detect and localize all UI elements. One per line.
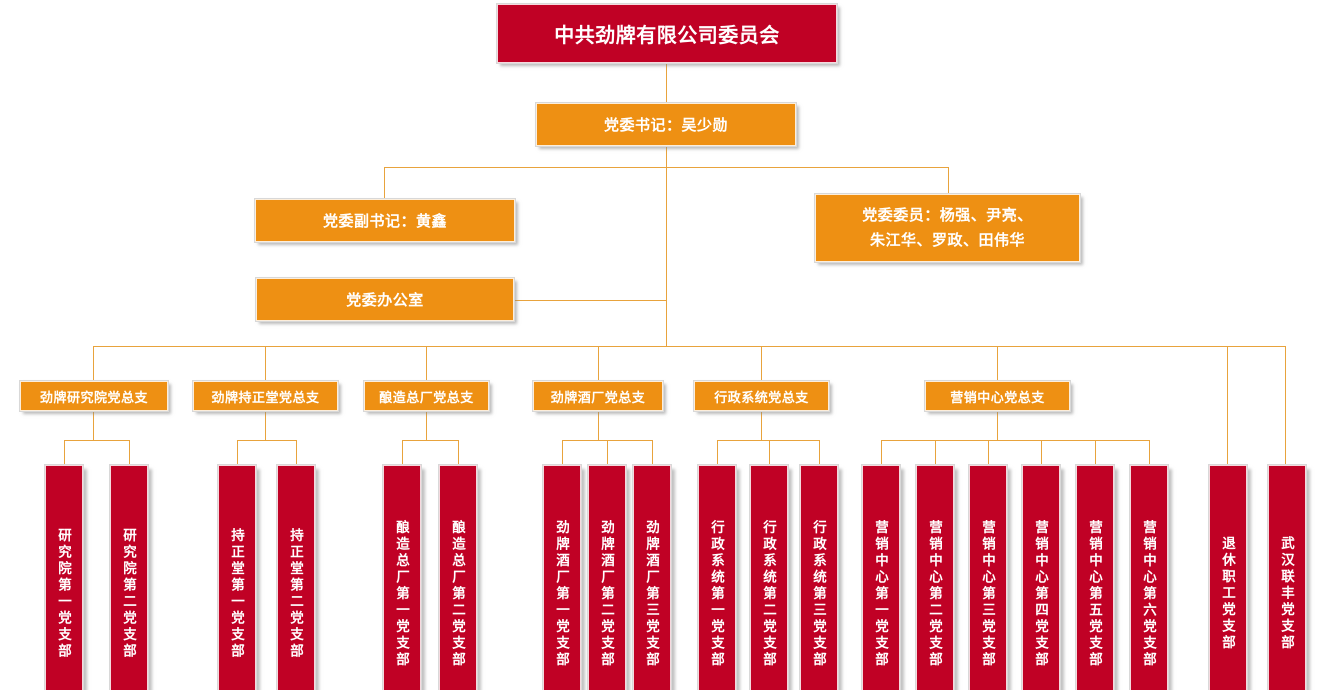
connector-branch5-child3 bbox=[819, 440, 820, 465]
connector-leadership-bar bbox=[384, 167, 949, 168]
connector-bus-drop-6 bbox=[997, 346, 998, 381]
connector-bus-drop-1 bbox=[93, 346, 94, 381]
node-sub-chizhengtang-2[interactable]: 持正堂第二党支部 bbox=[276, 464, 316, 690]
connector-branch6-child3 bbox=[988, 440, 989, 465]
node-sub-admin-2[interactable]: 行政系统第二党支部 bbox=[749, 464, 789, 690]
connector-branch1-stem bbox=[93, 411, 94, 440]
connector-branch4-child2 bbox=[607, 440, 608, 465]
connector-branch2-child1 bbox=[237, 440, 238, 465]
node-sub-marketing-1[interactable]: 营销中心第一党支部 bbox=[861, 464, 901, 690]
node-branch-marketing-center[interactable]: 营销中心党总支 bbox=[924, 380, 1071, 412]
connector-to-office bbox=[514, 300, 666, 301]
committee-members-line-1: 党委委员：杨强、尹亮、 bbox=[862, 206, 1033, 225]
connector-branch5-stem bbox=[761, 411, 762, 440]
node-branch-research-institute[interactable]: 劲牌研究院党总支 bbox=[19, 380, 169, 412]
connector-bus-drop-5 bbox=[761, 346, 762, 381]
connector-branch4-child3 bbox=[652, 440, 653, 465]
connector-branch2-child2 bbox=[296, 440, 297, 465]
connector-branch1-bar bbox=[64, 440, 129, 441]
connector-bus-drop-retiree bbox=[1227, 346, 1228, 465]
node-committee-members[interactable]: 党委委员：杨强、尹亮、 朱江华、罗政、田伟华 bbox=[814, 193, 1081, 263]
node-sub-research-1[interactable]: 研究院第一党支部 bbox=[44, 464, 84, 690]
connector-branch6-child2 bbox=[935, 440, 936, 465]
connector-branch1-child1 bbox=[64, 440, 65, 465]
connector-bus-drop-3 bbox=[426, 346, 427, 381]
connector-bus-drop-wuhan bbox=[1285, 346, 1286, 465]
connector-branch6-child4 bbox=[1041, 440, 1042, 465]
connector-branch3-stem bbox=[426, 411, 427, 440]
connector-bus-drop-4 bbox=[598, 346, 599, 381]
connector-branch6-stem bbox=[997, 411, 998, 440]
connector-branch1-child2 bbox=[129, 440, 130, 465]
node-sub-brewing-2[interactable]: 酿造总厂第二党支部 bbox=[438, 464, 478, 690]
connector-branch5-bar bbox=[717, 440, 819, 441]
node-branch-administration[interactable]: 行政系统党总支 bbox=[693, 380, 830, 412]
connector-to-deputy bbox=[384, 167, 385, 199]
node-sub-admin-1[interactable]: 行政系统第一党支部 bbox=[697, 464, 737, 690]
connector-branch3-child2 bbox=[458, 440, 459, 465]
connector-secretary-down bbox=[666, 146, 667, 346]
node-sub-liquor-1[interactable]: 劲牌酒厂第一党支部 bbox=[542, 464, 582, 690]
node-sub-marketing-5[interactable]: 营销中心第五党支部 bbox=[1075, 464, 1115, 690]
node-branch-chizhengtang[interactable]: 劲牌持正堂党总支 bbox=[192, 380, 339, 412]
node-sub-marketing-4[interactable]: 营销中心第四党支部 bbox=[1021, 464, 1061, 690]
connector-branch3-child1 bbox=[402, 440, 403, 465]
connector-branch6-child1 bbox=[881, 440, 882, 465]
connector-branch6-bar bbox=[881, 440, 1149, 441]
connector-bus-drop-2 bbox=[265, 346, 266, 381]
connector-main-bus bbox=[93, 346, 1285, 347]
connector-branch2-stem bbox=[265, 411, 266, 440]
node-party-committee[interactable]: 中共劲牌有限公司委员会 bbox=[496, 3, 838, 64]
connector-branch6-child5 bbox=[1095, 440, 1096, 465]
node-branch-liquor-factory[interactable]: 劲牌酒厂党总支 bbox=[532, 380, 664, 412]
connector-branch6-child6 bbox=[1149, 440, 1150, 465]
node-sub-retired-employees[interactable]: 退休职工党支部 bbox=[1208, 464, 1248, 690]
node-sub-liquor-3[interactable]: 劲牌酒厂第三党支部 bbox=[632, 464, 672, 690]
node-sub-research-2[interactable]: 研究院第二党支部 bbox=[109, 464, 149, 690]
committee-members-line-2: 朱江华、罗政、田伟华 bbox=[869, 231, 1025, 249]
connector-branch5-child1 bbox=[717, 440, 718, 465]
connector-branch4-stem bbox=[598, 411, 599, 440]
node-sub-brewing-1[interactable]: 酿造总厂第一党支部 bbox=[382, 464, 422, 690]
node-sub-marketing-3[interactable]: 营销中心第三党支部 bbox=[968, 464, 1008, 690]
node-sub-liquor-2[interactable]: 劲牌酒厂第二党支部 bbox=[587, 464, 627, 690]
node-sub-marketing-6[interactable]: 营销中心第六党支部 bbox=[1129, 464, 1169, 690]
node-branch-brewing-plant[interactable]: 酿造总厂党总支 bbox=[363, 380, 490, 412]
node-deputy-secretary[interactable]: 党委副书记：黄鑫 bbox=[254, 198, 516, 243]
connector-root-to-secretary bbox=[666, 63, 667, 103]
node-sub-chizhengtang-1[interactable]: 持正堂第一党支部 bbox=[217, 464, 257, 690]
connector-branch4-child1 bbox=[562, 440, 563, 465]
connector-branch3-bar bbox=[402, 440, 458, 441]
node-sub-wuhan-lianfeng[interactable]: 武汉联丰党支部 bbox=[1267, 464, 1307, 690]
node-party-secretary[interactable]: 党委书记：吴少勋 bbox=[535, 102, 797, 147]
node-sub-admin-3[interactable]: 行政系统第三党支部 bbox=[799, 464, 839, 690]
node-sub-marketing-2[interactable]: 营销中心第二党支部 bbox=[915, 464, 955, 690]
connector-branch5-child2 bbox=[769, 440, 770, 465]
connector-to-members bbox=[948, 167, 949, 194]
node-party-office[interactable]: 党委办公室 bbox=[255, 277, 515, 322]
connector-branch2-bar bbox=[237, 440, 296, 441]
